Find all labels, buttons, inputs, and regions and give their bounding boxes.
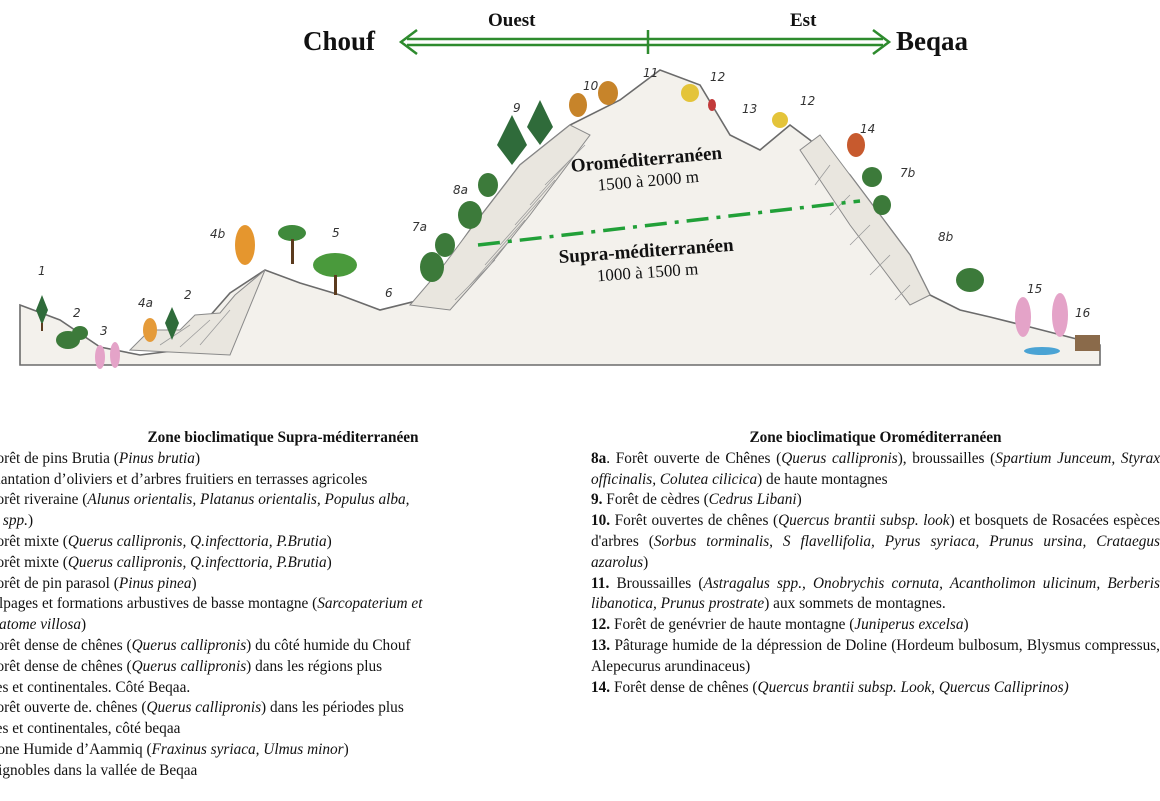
site-number: 10 [583,79,599,93]
legend-title: Zone bioclimatique Supra-méditerranéen [147,429,419,446]
site-number: 8a [453,183,468,197]
legend-item: 13. Pâturage humide de la dépression de … [591,636,1160,675]
west-region-label: Chouf [303,26,376,56]
legend-item: Forêt dense de chênes (Querus calliproni… [0,657,383,675]
site-number: 3 [100,324,108,338]
site-number: 2 [184,288,192,302]
legend-item: Forêt dense de chênes (Querus calliproni… [0,636,411,654]
vegetation [36,81,1100,369]
legend-item: Forêt riveraine (Alunus orientalis, Plat… [0,491,410,509]
site-number: 4b [210,227,226,241]
site-number: 11 [643,66,658,80]
site-number: 16 [1075,306,1091,320]
legend-oromediterranean: Zone bioclimatique Oroméditerranéen 8a. … [591,428,1160,698]
site-number: 2 [73,306,81,320]
legend-item: hes et continentales. Côté Beqaa. [0,678,191,696]
site-number: 8b [938,230,954,244]
site-number: 7b [900,166,916,180]
site-number: 7a [412,220,427,234]
legend-item: hes et continentales, côté beqaa [0,720,181,738]
site-number: 14 [860,122,875,136]
legend-item: 9. Forêt de cèdres (Cedrus Libani) [591,491,802,509]
legend-supra-mediterranean: Zone bioclimatique Supra-méditerranéen F… [0,428,548,782]
legend-item: 10. Forêt ouvertes de chênes (Quercus br… [591,512,1160,571]
site-number: 12 [800,94,815,108]
east-direction-label: Est [790,10,817,31]
legend-item: Vignobles dans la vallée de Beqaa [0,761,198,779]
site-number: 5 [332,226,340,240]
legend-item: Forêt mixte (Querus callipronis, Q.infec… [0,553,332,571]
legend-item: 12. Forêt de genévrier de haute montagne… [591,616,969,634]
legend-item: Forêt ouverte de. chênes (Querus callipr… [0,699,404,717]
site-number: 15 [1027,282,1042,296]
legend-item: Zone Humide d’Aammiq (Fraxinus syriaca, … [0,740,349,758]
site-number: 13 [742,102,757,116]
site-number: 4a [138,296,153,310]
legend-title: Zone bioclimatique Oroméditerranéen [749,429,1002,446]
legend-item: icatome villosa) [0,616,87,634]
legend-item: Forêt de pin parasol (Pinus pinea) [0,574,197,592]
mountain-cross-section: 1 2 3 4a 2 4b 5 6 7a 8a 9 10 11 12 13 12… [19,66,1101,369]
legend-item: ix spp.) [0,512,34,530]
legend-item: Alpages et formations arbustives de bass… [0,595,423,613]
legend-item: Forêt de pins Brutia (Pinus brutia) [0,449,201,467]
site-number-labels: 1 2 3 4a 2 4b 5 6 7a 8a 9 10 11 12 13 12… [38,66,1091,338]
site-number: 12 [710,70,725,84]
legend-item: 11. Broussailles (Astragalus spp., Onobr… [591,574,1160,613]
west-direction-label: Ouest [488,10,536,31]
site-number: 1 [38,264,46,278]
legend-item: 8a. Forêt ouverte de Chênes (Querus call… [591,449,1160,488]
legend-item: Plantation d’oliviers et d’arbres fruiti… [0,470,368,488]
site-number: 9 [513,101,521,115]
east-region-label: Beqaa [896,26,969,56]
west-east-arrow [398,29,892,55]
legend-item: Forêt mixte (Querus callipronis, Q.infec… [0,532,332,550]
terrain-profile [19,69,1101,366]
legend-item: 14. Forêt dense de chênes (Quercus brant… [591,678,1069,696]
site-number: 6 [385,286,393,300]
